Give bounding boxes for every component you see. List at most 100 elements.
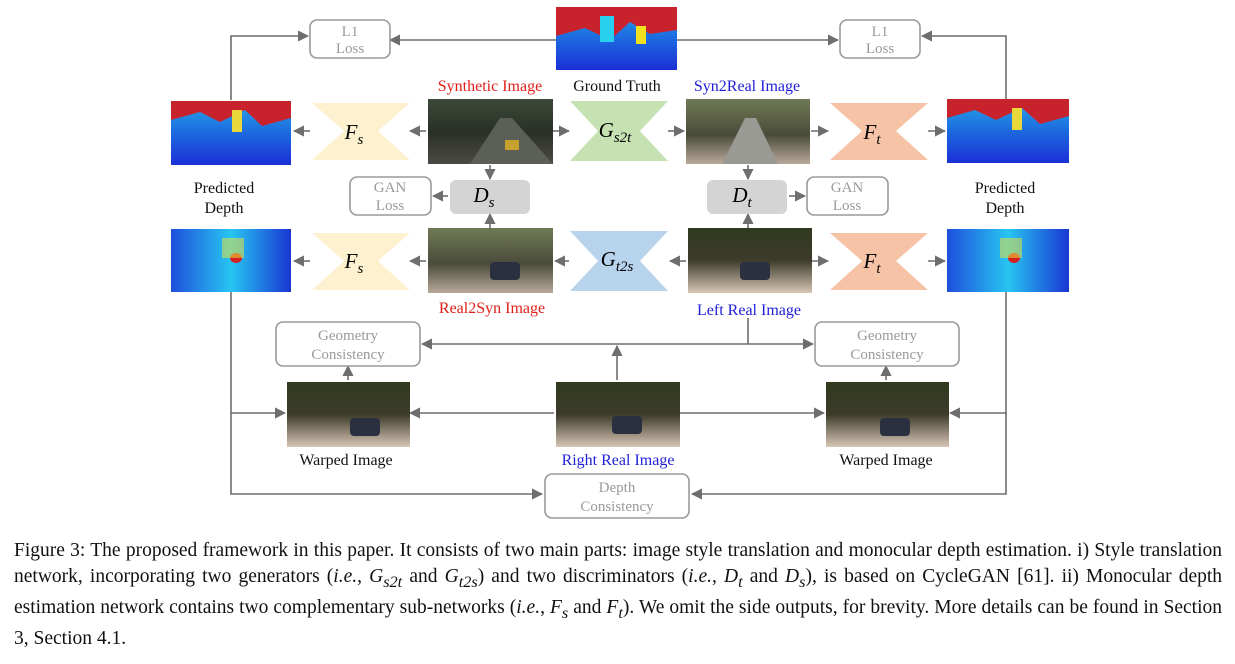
gan-loss-left: GAN Loss [349,176,432,216]
predicted-depth-top-left [171,101,291,165]
fs-network-top: Fs [312,103,410,160]
syn2real-image-label: Syn2Real Image [694,78,800,95]
left-real-image-label: Left Real Image [697,302,801,319]
geometry-left-line2: Consistency [311,347,385,363]
predicted-depth-left-line2: Depth [204,200,243,217]
caption-and-1: and [402,565,445,587]
right-real-image-label: Right Real Image [562,452,675,469]
caption-text-7: ). We omit the side outputs, for brevity… [14,596,1223,650]
caption-ie-2: i.e. [688,565,712,587]
geometry-left-line1: Geometry [318,328,378,344]
warped-image-left-label: Warped Image [299,452,392,469]
svg-text:Ft: Ft [863,120,882,148]
caption-g-letter-1: G [369,565,384,587]
predicted-depth-right-line1: Predicted [975,180,1035,197]
caption-d-letter-1: D [724,565,739,587]
ft-top-sub: t [876,132,881,148]
svg-text:Ds: Ds [472,183,494,211]
caption-text-2: , [357,565,370,587]
svg-text:Dt: Dt [731,183,752,211]
real2syn-image [428,228,553,293]
predicted-depth-left-line1: Predicted [194,180,254,197]
ground-truth-image [556,7,677,70]
caption-gs2t-sub: s2t [383,572,403,591]
caption-ds-sub: s [799,572,806,591]
gt2s-letter: G [601,247,616,271]
caption-gt2s-sub: t2s [458,572,478,591]
arrow-pred-to-l1-right [920,30,1007,100]
figure-caption: Figure 3: The proposed framework in this… [14,538,1222,652]
predicted-depth-bottom-left [171,229,291,292]
caption-ft-sub: t [618,603,623,622]
gt2s-network: Gt2s [570,231,668,291]
gs2t-network: Gs2t [570,101,668,161]
figure-label: Figure 3: [14,540,86,561]
gs2t-letter: G [599,118,614,142]
geometry-consistency-right: Geometry Consistency [814,321,960,367]
l1-loss-left: L1 Loss [309,19,391,59]
caption-g-letter-2: G [444,565,459,587]
depth-consistency: Depth Consistency [544,473,690,519]
geometry-right-line2: Consistency [850,347,924,363]
svg-text:Fs: Fs [344,120,364,148]
right-real-image [556,382,680,447]
synthetic-image-label: Synthetic Image [438,78,542,95]
arrow-pred-to-l1-left [230,30,310,100]
caption-text-4: , [711,565,724,587]
svg-text:Gt2s: Gt2s [601,247,634,275]
caption-f-letter-2: F [606,596,619,618]
framework-diagram: L1 Loss L1 Loss GAN Loss GAN Loss Geomet… [171,7,1069,519]
gt2s-sub: t2s [616,259,634,275]
gan-loss-right-line2: Loss [833,198,862,214]
arrow-depth-consistency-left [230,413,544,500]
caption-dt-sub: t [738,572,743,591]
ft-network-top: Ft [830,103,928,160]
l1-loss-left-line1: L1 [342,24,359,40]
ds-discriminator: Ds [450,180,530,214]
svg-text:Fs: Fs [344,249,364,277]
svg-text:Ft: Ft [863,249,882,277]
ds-sub: s [489,195,495,211]
geometry-right-line1: Geometry [857,328,917,344]
dt-sub: t [748,195,753,211]
caption-ie-3: i.e. [516,596,541,618]
fs-network-bottom: Fs [312,233,410,290]
caption-ie-1: i.e. [333,565,358,587]
ft-bottom-letter: F [863,249,877,273]
caption-text-1: The proposed framework in this paper. It… [14,540,1222,587]
depth-consistency-line2: Consistency [580,499,654,515]
depth-consistency-line1: Depth [599,480,636,496]
gan-loss-right: GAN Loss [806,176,889,216]
ft-bottom-sub: t [876,261,881,277]
ft-top-letter: F [863,120,877,144]
caption-text-6: , [540,596,550,618]
dt-letter: D [731,183,747,207]
caption-text-3: ) and two discriminators ( [477,565,689,587]
caption-and-3: and [568,596,607,618]
warped-image-left [287,382,410,447]
caption-d-letter-2: D [785,565,800,587]
l1-loss-right-line1: L1 [872,24,889,40]
warped-image-right [826,382,949,447]
l1-loss-left-line2: Loss [336,41,365,57]
l1-loss-right-line2: Loss [866,41,895,57]
caption-and-2: and [742,565,786,587]
gan-loss-left-line1: GAN [374,180,407,196]
ft-network-bottom: Ft [830,233,928,290]
left-real-image [688,228,812,293]
connections [230,30,1007,500]
fs-bottom-sub: s [357,261,363,277]
syn2real-image [686,99,810,164]
svg-text:Gs2t: Gs2t [599,118,633,146]
ground-truth-label: Ground Truth [573,78,661,95]
predicted-depth-bottom-right [947,229,1069,292]
fs-bottom-letter: F [344,249,358,273]
fs-top-letter: F [344,120,358,144]
arrow-depth-consistency-right [690,413,1007,500]
predicted-depth-right-line2: Depth [985,200,1024,217]
caption-fs-sub: s [561,603,569,622]
warped-image-right-label: Warped Image [839,452,932,469]
caption-text-5: ), is based on CycleGAN [61]. ii) Monocu… [14,565,1223,618]
geometry-consistency-left: Geometry Consistency [275,321,421,367]
caption-f-letter-1: F [549,596,562,618]
